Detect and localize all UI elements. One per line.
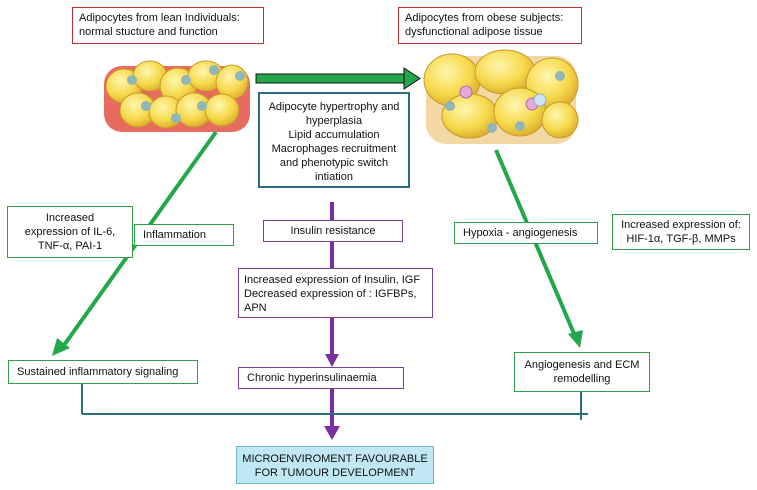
chronic-hyperinsulinaemia-box: Chronic hyperinsulinaemia xyxy=(238,367,404,389)
obese-adipocytes-image xyxy=(423,49,579,144)
hypertrophy-box: Adipocyte hypertrophy and hyperplasia Li… xyxy=(258,92,410,188)
right-green-arrow xyxy=(494,149,583,348)
left-expression-box: Increased expression of IL-6, TNF-α, PAI… xyxy=(7,206,133,258)
inflammation-box: Inflammation xyxy=(134,224,234,246)
lean-adipocytes-image xyxy=(104,60,250,132)
hypoxia-box: Hypoxia - angiogenesis xyxy=(454,222,598,244)
insulin-expression-box: Increased expression of Insulin, IGF Dec… xyxy=(238,268,433,318)
microenvironment-box: MICROENVIROMENT FAVOURABLE FOR TUMOUR DE… xyxy=(236,446,434,484)
progression-arrow xyxy=(255,67,421,90)
lean-adipocytes-box: Adipocytes from lean Individuals: normal… xyxy=(72,7,264,44)
insulin-resistance-box: Insulin resistance xyxy=(263,220,403,242)
obese-adipocytes-box: Adipocytes from obese subjects: dysfunct… xyxy=(398,7,582,44)
angiogenesis-ecm-box: Angiogenesis and ECM remodelling xyxy=(514,352,650,392)
center-purple-flow xyxy=(324,202,340,440)
bottom-connector xyxy=(81,384,588,420)
sustained-signaling-box: Sustained inflammatory signaling xyxy=(8,360,198,384)
right-expression-box: Increased expression of: HIF-1α, TGF-β, … xyxy=(612,214,750,250)
